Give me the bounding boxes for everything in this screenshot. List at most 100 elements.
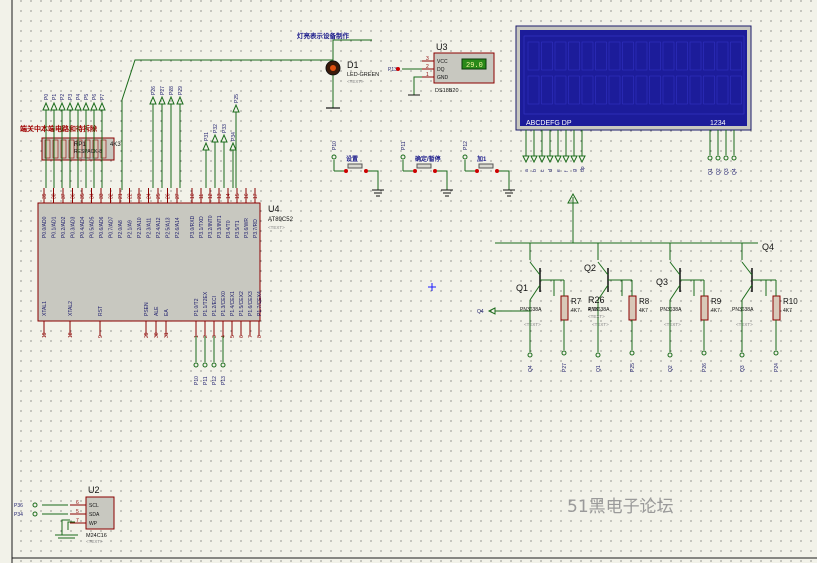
respack-cell [92,139,99,159]
lcd-cell [595,41,607,71]
u4-pin-number: 9 [98,335,104,338]
u4-pin-name: RST [98,306,104,316]
button-net-label: P11 [401,141,407,150]
net-terminal [331,154,337,160]
u4-pin-name: P0.0/AD0 [42,216,48,238]
p0-net-label: P7 [100,94,106,100]
switch-cap [416,163,432,169]
u4-pin-name: P1.4/CEX1 [230,291,236,316]
d1-note: 灯亮表示设备制作 [297,31,350,40]
lcd-seg-net: e [556,169,562,172]
mcu-u4[interactable]: U4 AT89C52 <TEXT> 39P0.0/AD038P0.1/AD137… [37,188,294,385]
respack-cell [100,139,107,159]
resistor-net: P27 [562,363,568,372]
p0-net-label: P1 [52,94,58,100]
resistor-ref: R7 [571,297,582,306]
net-terminal [667,352,673,358]
net-terminal [715,155,721,161]
u4-pin-number: 7 [248,335,254,338]
net-arrow [487,307,496,315]
button-net-label: P10 [332,141,338,150]
transistor-text: <TEXT> [736,322,753,327]
lcd-seg-net: b [532,169,538,172]
u4-pin-number: 36 [71,193,77,199]
respack-rp1[interactable]: RP1 RESPACK-8 4K3 <TEXT> 端关中本端电路和待拆除 [20,124,121,161]
net-terminal [629,350,635,356]
u4-text: <TEXT> [268,225,285,230]
u2-part: M24C16 [86,533,107,539]
wire [669,261,681,276]
p2-net-label: P26 [151,86,157,95]
resistor-body [560,295,569,321]
u2-pin-name: SCL [89,503,99,509]
u4-pin-name: P3.0/RXD [190,215,196,238]
switch-contact [433,169,437,173]
u2-text: <TEXT> [86,539,103,544]
u4-pin-name: P3.1/TXD [199,216,205,238]
p0-net-label: P0 [44,94,50,100]
lcd-dig-label: 1234 [710,120,726,127]
respack-cell [60,139,67,159]
net-terminal [595,352,601,358]
resistor-value: 4K7 [711,308,720,314]
bottom-net-label: P12 [212,376,218,385]
u3-pin-name: DQ [437,67,445,73]
p0-net-label: P6 [92,94,98,100]
resistor-r26[interactable]: R26 4.7K <TEXT> [588,295,605,319]
u4-pin-number: 37 [61,193,67,199]
lcd-dig-net: Q3 [724,168,730,175]
net-terminal [701,350,707,356]
wire [368,170,379,190]
transistor-part: PN3638A [732,307,754,313]
u4-pin-number: 33 [99,193,105,199]
transistor-net: Q1 [596,365,602,372]
u4-pin-number: 19 [42,332,48,338]
u4-pin-name: P2.6/A14 [175,217,181,238]
resistor-body [700,295,709,321]
lcd-cell [635,75,648,105]
net-terminal [739,352,745,358]
u4-part: AT89C52 [268,217,294,223]
u4-ref: U4 [268,204,280,214]
lcd-seg-label: ABCDEFG DP [526,120,572,127]
u4-pin-number: 34 [90,193,96,199]
resistor-value: 4K7 [783,308,792,314]
switch-contact [495,169,499,173]
lcd-cell [689,41,702,71]
lcd-cell [568,75,580,105]
d1-ref: D1 [347,60,359,70]
u4-pin-number: 12 [208,193,214,199]
u4-pin-number: 3 [212,335,218,338]
net-terminal [462,154,468,160]
u4-pin-name: P0.7/AD7 [109,216,115,238]
lcd-seg-net: d [548,169,554,172]
u4-pin-number: 14 [226,193,232,199]
lcd-cell [622,41,634,71]
u4-pin-name: P2.3/A11 [147,218,153,238]
rp1-part: RESPACK-8 [74,149,102,155]
u4-pin-number: 23 [137,193,143,199]
p0-net-label: P2 [60,94,66,100]
u3-pin-name: VCC [437,59,448,65]
u4-pin-name: P1.3/CEX0 [221,291,227,316]
wire [529,261,541,276]
lcd-cell [662,41,675,71]
led-d1[interactable]: D1 LED-GREEN <TEXT> 灯亮表示设备制作 [297,31,379,109]
